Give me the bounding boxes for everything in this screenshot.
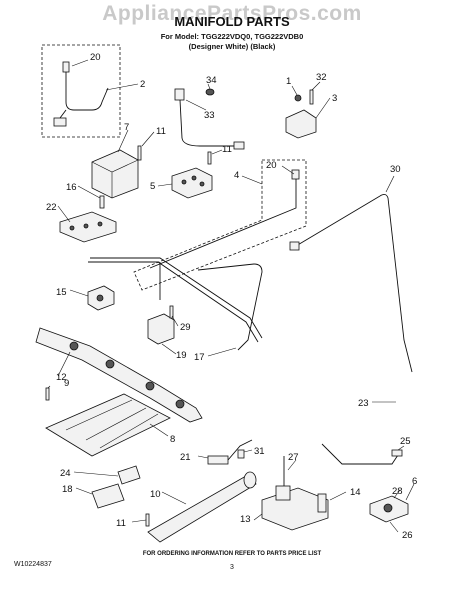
part-30-tube: [295, 193, 413, 373]
part-11-screw: [137, 145, 142, 161]
ordering-note: FOR ORDERING INFORMATION REFER TO PARTS …: [142, 551, 322, 557]
callout-30: 30: [390, 164, 401, 175]
manifold-pipe: [90, 257, 263, 339]
callout-11: 11: [156, 126, 166, 137]
callout-34: 34: [206, 75, 217, 86]
callout-6: 6: [412, 476, 417, 487]
callout-29: 29: [180, 322, 191, 333]
model-line: For Model: TGG222VDQ0, TGG222VDB0: [160, 32, 304, 41]
callout-4: 4: [234, 170, 239, 181]
part-24-bracket: [117, 465, 141, 485]
callout-5: 5: [150, 181, 155, 192]
callout-1: 1: [286, 76, 291, 87]
part-7-cover: [91, 149, 139, 199]
watermark: AppliancePartsPros.com: [102, 2, 362, 25]
callout-12: 12: [56, 372, 67, 383]
callout-27: 27: [288, 452, 299, 463]
callout-10: 10: [150, 489, 161, 500]
callout-20: 20: [90, 52, 101, 63]
part-2-nut: [53, 117, 67, 127]
callout-13: 13: [240, 514, 251, 525]
part-5-block: [171, 167, 213, 199]
callout-22: 22: [46, 202, 57, 213]
part-31-clip: [237, 449, 245, 459]
page-number: 3: [230, 564, 234, 571]
callout-20: 20: [266, 160, 277, 171]
part-34-nut: [205, 88, 215, 96]
callout-21: 21: [180, 452, 191, 463]
callout-11: 11: [222, 144, 232, 155]
part-32-screw: [309, 89, 314, 105]
part-29-screw: [169, 305, 174, 319]
part-33-sensor: [174, 88, 185, 101]
callout-33: 33: [204, 110, 215, 121]
part-8-shield: [45, 393, 171, 457]
callout-17: 17: [194, 352, 205, 363]
part-10-burner-tube: [147, 475, 257, 543]
part-20-fitting: [62, 61, 70, 73]
part-20-kit-box-2: [133, 159, 307, 291]
callout-28: 28: [392, 486, 403, 497]
part-3-bracket: [285, 109, 317, 139]
color-line: (Designer White) (Black): [188, 42, 276, 51]
callout-18: 18: [62, 484, 73, 495]
part-18-bracket: [91, 483, 125, 509]
callout-2: 2: [140, 79, 145, 90]
page-title: MANIFOLD PARTS: [174, 14, 290, 29]
callout-26: 26: [402, 530, 413, 541]
callout-24: 24: [60, 468, 71, 479]
callout-16: 16: [66, 182, 77, 193]
part-21-igniter: [207, 455, 229, 465]
part-4-tube: [149, 178, 297, 269]
callout-23: 23: [358, 398, 369, 409]
callout-31: 31: [254, 446, 265, 457]
part-33-wire: [179, 99, 238, 147]
callout-9: 9: [64, 378, 69, 389]
part-11c-screw: [145, 513, 150, 527]
part-1-nut: [294, 94, 302, 102]
part-2-tube: [65, 70, 109, 111]
document-number: W10224837: [14, 561, 52, 568]
callout-25: 25: [400, 436, 411, 447]
part-23-tube: [321, 443, 401, 465]
part-16-screw: [99, 195, 105, 209]
callout-11: 11: [116, 518, 126, 529]
part-11b-screw: [207, 151, 212, 165]
part-19-valve: [147, 313, 175, 345]
part-9-screw: [45, 387, 50, 401]
part-17-tube: [197, 263, 263, 351]
callout-19: 19: [176, 350, 187, 361]
part-12-burner: [35, 327, 203, 423]
callout-32: 32: [316, 72, 327, 83]
callout-7: 7: [124, 122, 129, 133]
callout-8: 8: [170, 434, 175, 445]
part-25-clip: [391, 449, 403, 457]
callout-15: 15: [56, 287, 67, 298]
callout-14: 14: [350, 487, 361, 498]
callout-3: 3: [332, 93, 337, 104]
